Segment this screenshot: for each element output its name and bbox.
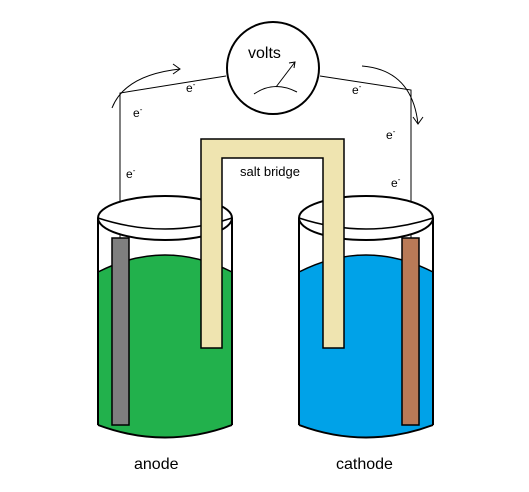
- electron-label: e-: [186, 80, 196, 95]
- electron-label: e-: [391, 175, 401, 190]
- voltmeter-needle-icon: [253, 61, 298, 95]
- cathode-beaker-back-rim: [298, 195, 434, 241]
- electron-label: e-: [126, 166, 136, 181]
- anode-electrode: [111, 237, 130, 426]
- anode-label: anode: [134, 456, 179, 473]
- electron-label: e-: [352, 82, 362, 97]
- cathode-wire: [319, 75, 412, 238]
- cathode-label: cathode: [336, 456, 393, 473]
- electron-flow-arrow-right: [361, 65, 424, 125]
- anode-beaker: [97, 195, 233, 439]
- voltmeter: [226, 21, 320, 115]
- electron-flow-arrow-left: [111, 63, 181, 109]
- anode-solution: [98, 255, 232, 438]
- salt-bridge-label: salt bridge: [240, 164, 300, 179]
- cathode-electrode: [401, 237, 420, 426]
- electron-label: e-: [133, 105, 143, 120]
- salt-bridge: [200, 138, 345, 349]
- electron-label: e-: [386, 127, 396, 142]
- voltmeter-label: volts: [248, 45, 281, 62]
- anode-wire: [119, 75, 227, 238]
